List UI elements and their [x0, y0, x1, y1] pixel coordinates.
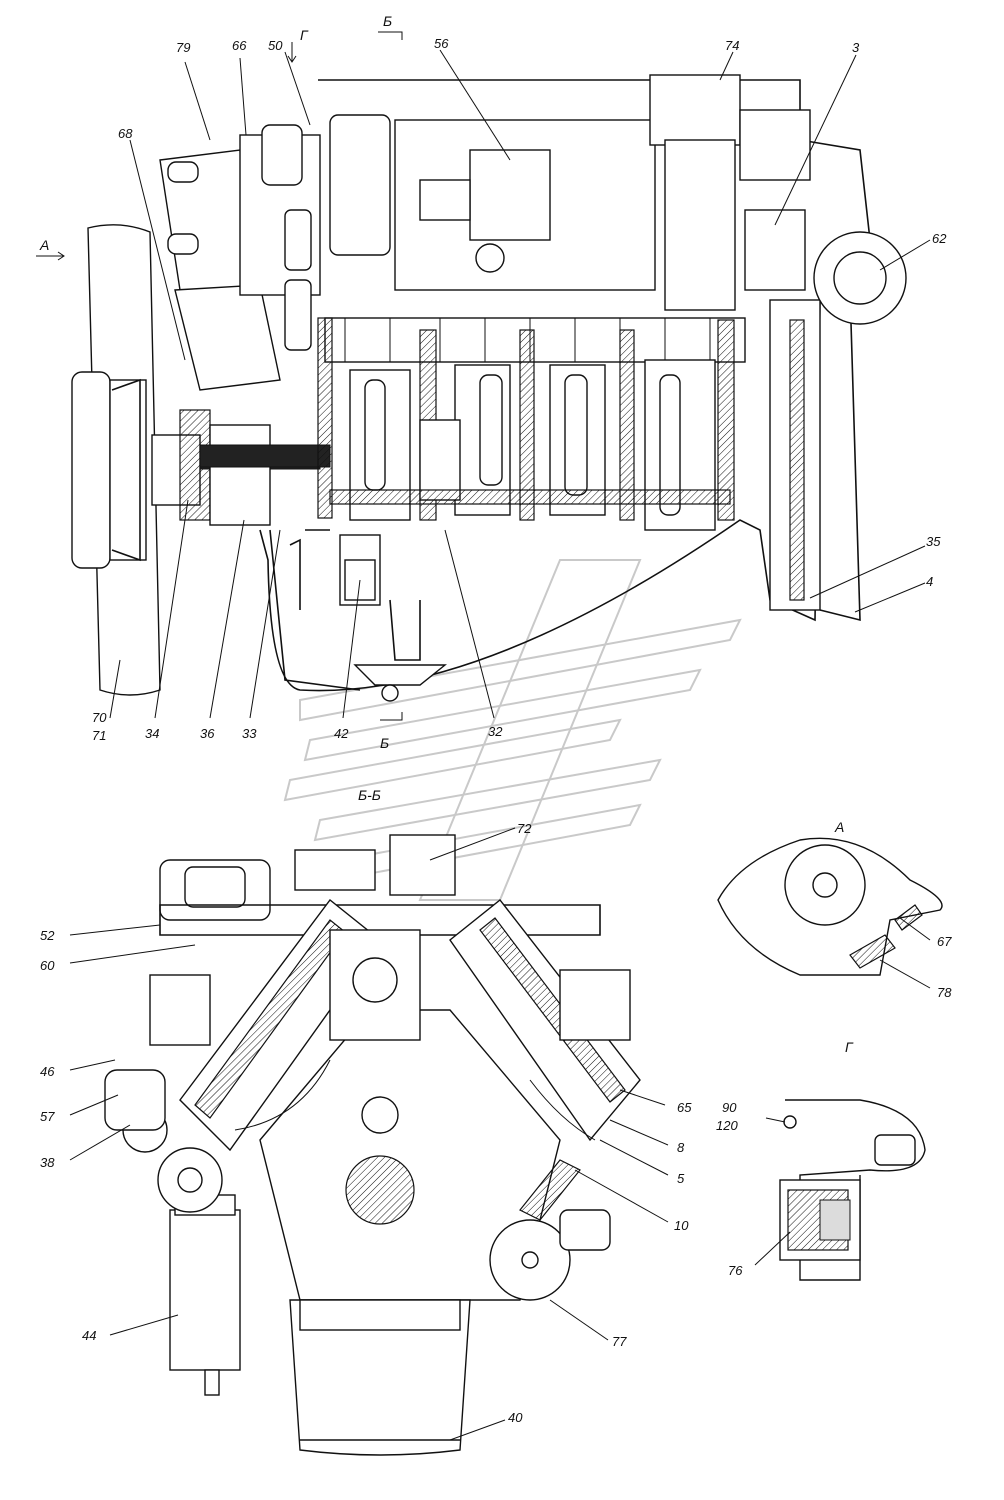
camshaft — [324, 317, 746, 363]
callout-5: 5 — [677, 1171, 685, 1186]
callout-42: 42 — [334, 726, 349, 741]
callout-4: 4 — [926, 574, 933, 589]
callout-60: 60 — [40, 958, 55, 973]
callout-71: 71 — [92, 728, 106, 743]
callout-62: 62 — [932, 231, 947, 246]
detail-view-g — [754, 1099, 926, 1281]
callout-79: 79 — [176, 40, 190, 55]
callout-77: 77 — [612, 1334, 627, 1349]
watermark — [283, 559, 742, 901]
callout-38: 38 — [40, 1155, 55, 1170]
arrow-g-label: Г — [300, 27, 309, 43]
leaders-front — [69, 827, 669, 1441]
callout-78: 78 — [937, 985, 952, 1000]
callout-65: 65 — [677, 1100, 692, 1115]
oil-filter — [169, 1209, 241, 1371]
callout-33: 33 — [242, 726, 257, 741]
callout-46: 46 — [40, 1064, 55, 1079]
detail-view-a — [717, 837, 943, 989]
section-bb-title: Б-Б — [358, 787, 381, 803]
callout-70: 70 — [92, 710, 107, 725]
cut-b-top-label: Б — [383, 13, 392, 29]
view-a-title: А — [834, 819, 844, 835]
callout-32: 32 — [488, 724, 503, 739]
fan-hub — [71, 371, 111, 569]
oil-pan — [289, 1299, 471, 1456]
callout-56: 56 — [434, 36, 449, 51]
section-markers — [36, 31, 403, 721]
callout-44: 44 — [82, 1328, 96, 1343]
callout-36: 36 — [200, 726, 215, 741]
callout-76: 76 — [728, 1263, 743, 1278]
callout-34: 34 — [145, 726, 159, 741]
cut-b-bottom-label: Б — [380, 735, 389, 751]
callout-90: 90 — [722, 1100, 737, 1115]
callout-68: 68 — [118, 126, 133, 141]
callout-120: 120 — [716, 1118, 738, 1133]
callout-66: 66 — [232, 38, 247, 53]
callout-74: 74 — [725, 38, 739, 53]
callout-67: 67 — [937, 934, 952, 949]
leaders-top — [109, 49, 931, 719]
callout-50: 50 — [268, 38, 283, 53]
labels: А Г Б Б Б-Б А Г 79 66 50 56 74 3 68 62 3… — [39, 13, 952, 1425]
callout-52: 52 — [40, 928, 55, 943]
arrow-a-label: А — [39, 237, 49, 253]
callout-57: 57 — [40, 1109, 55, 1124]
callout-8: 8 — [677, 1140, 685, 1155]
side-section-view — [71, 74, 907, 702]
reservoir-72 — [389, 834, 456, 896]
callout-35: 35 — [926, 534, 941, 549]
front-section-view — [104, 834, 641, 1456]
callout-3: 3 — [852, 40, 860, 55]
callout-72: 72 — [517, 821, 532, 836]
callout-10: 10 — [674, 1218, 689, 1233]
crankshaft-end — [345, 1155, 415, 1225]
view-g-title: Г — [845, 1039, 854, 1055]
callout-40: 40 — [508, 1410, 523, 1425]
